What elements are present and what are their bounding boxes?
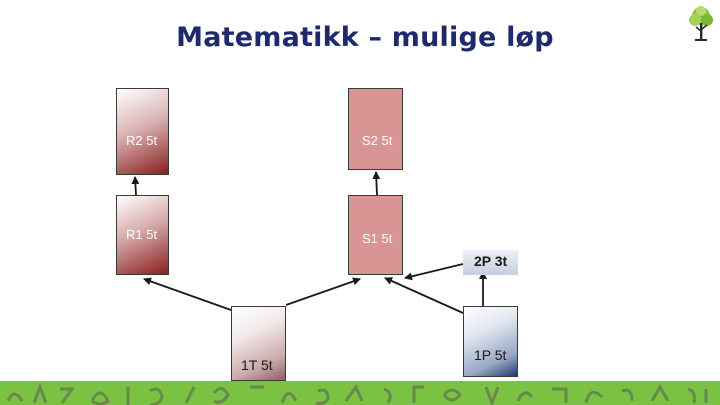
arrow-1t-to-s1	[285, 277, 361, 306]
box-r2: R2 5t	[116, 88, 169, 175]
box-r1: R1 5t	[116, 195, 169, 275]
arrow-r1-to-r2	[131, 176, 140, 196]
box-1p-label: 1P 5t	[474, 347, 507, 363]
box-1t: 1T 5t	[231, 306, 286, 381]
box-2p: 2P 3t	[463, 250, 518, 275]
box-s2-label: S2 5t	[362, 133, 393, 148]
box-1t-label: 1T 5t	[241, 357, 273, 373]
box-r1-label: R1 5t	[126, 227, 158, 242]
tree-icon	[689, 6, 713, 41]
slide-title: Matematikk – mulige løp	[176, 22, 554, 53]
arrow-1p-to-s1-upper	[404, 263, 464, 281]
box-r2-label: R2 5t	[126, 133, 158, 148]
box-2p-label: 2P 3t	[474, 253, 508, 269]
box-s1: S1 5t	[348, 195, 403, 275]
arrow-1p-to-s1	[384, 277, 464, 314]
box-1p: 1P 5t	[463, 306, 518, 377]
footer-decoration	[0, 381, 720, 405]
box-s2: S2 5t	[348, 88, 403, 170]
arrow-s1-to-s2	[372, 171, 381, 196]
box-s1-label: S1 5t	[362, 231, 393, 246]
arrow-1t-to-r1	[143, 277, 232, 311]
